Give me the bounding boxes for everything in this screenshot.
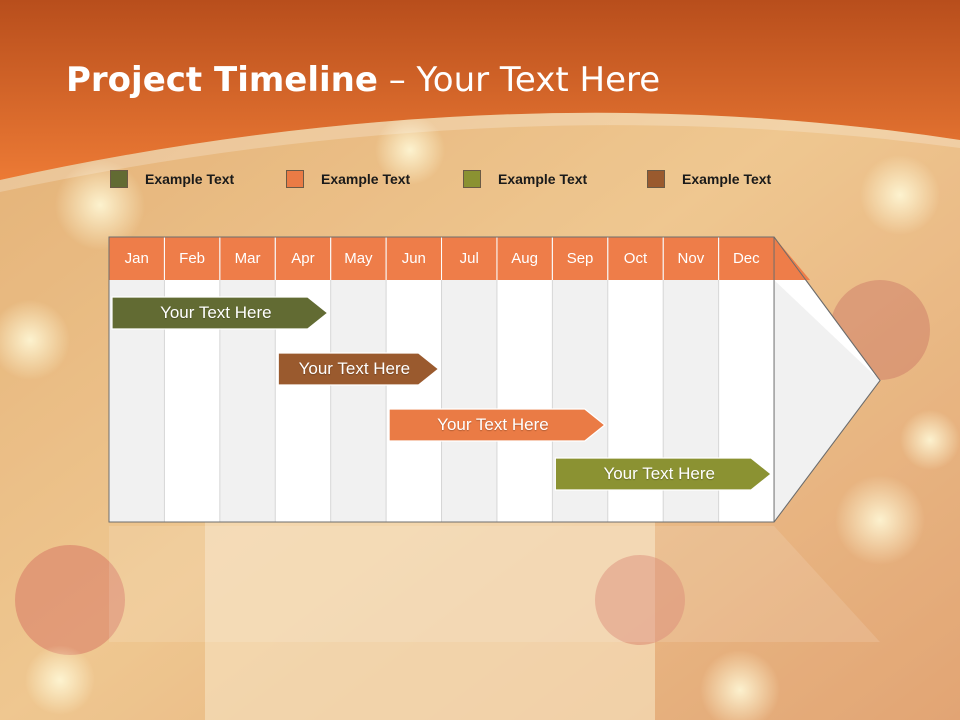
legend-label-1: Example Text <box>145 171 235 187</box>
task-bar-3 <box>388 408 606 442</box>
legend-item-3: Example Text <box>463 170 587 188</box>
task-bar-1 <box>111 296 329 330</box>
month-label-dec: Dec <box>732 250 760 267</box>
month-label-may: May <box>344 250 373 267</box>
month-column-may <box>330 280 387 522</box>
month-label-feb: Feb <box>179 250 206 267</box>
task-label-4: Your Text Here <box>603 464 715 483</box>
legend-label-3: Example Text <box>498 171 588 187</box>
legend-label-4: Example Text <box>682 171 772 187</box>
task-bar-4 <box>554 457 773 491</box>
legend-item-2: Example Text <box>286 170 410 188</box>
legend-item-4: Example Text <box>647 170 771 188</box>
month-header-tip <box>774 237 811 280</box>
legend-swatch-4 <box>647 170 665 188</box>
legend-swatch-1 <box>110 170 128 188</box>
month-label-jun: Jun <box>401 250 426 267</box>
month-label-jan: Jan <box>124 250 149 267</box>
month-column-jul <box>441 280 497 522</box>
month-label-aug: Aug <box>511 250 538 267</box>
task-bar-2 <box>277 352 440 386</box>
legend-swatch-3 <box>463 170 481 188</box>
task-label-1: Your Text Here <box>160 303 272 322</box>
legend: Example Text Example Text Example Text E… <box>0 170 960 194</box>
month-label-mar: Mar <box>234 250 261 267</box>
slide-title: Project Timeline – Your Text Here <box>66 60 660 100</box>
arrow-tip-fill <box>774 280 880 522</box>
legend-item-1: Example Text <box>110 170 234 188</box>
month-label-oct: Oct <box>623 250 648 267</box>
task-label-2: Your Text Here <box>298 359 411 378</box>
month-label-sep: Sep <box>566 250 594 267</box>
legend-swatch-2 <box>286 170 304 188</box>
slide-title-bold: Project Timeline <box>66 60 378 100</box>
legend-label-2: Example Text <box>321 171 411 187</box>
slide-title-subtitle: – Your Text Here <box>377 60 661 100</box>
timeline-arrow-outline <box>108 236 881 523</box>
month-label-jul: Jul <box>459 250 479 267</box>
month-label-nov: Nov <box>677 250 705 267</box>
task-label-3: Your Text Here <box>437 415 549 434</box>
timeline-reflection <box>109 526 880 642</box>
month-label-apr: Apr <box>291 250 315 267</box>
